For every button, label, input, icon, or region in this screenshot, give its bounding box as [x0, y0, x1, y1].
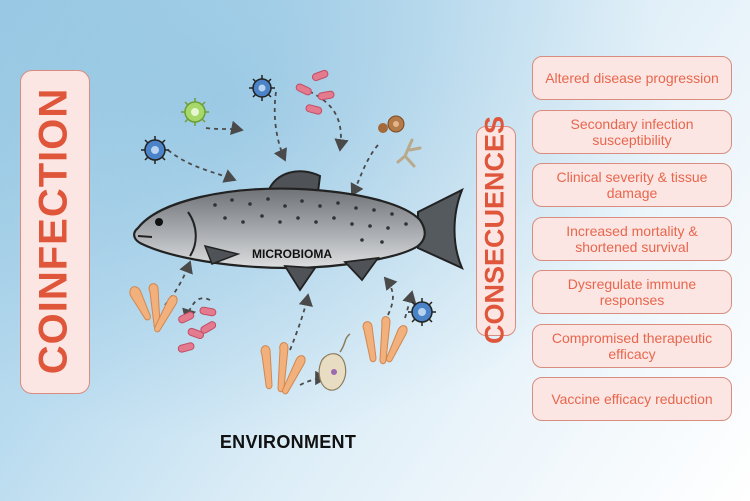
arrow-virus-left — [167, 149, 237, 183]
virus-icon-blue-right — [408, 298, 436, 326]
consequence-item: Compromised therapeutic efficacy — [532, 323, 732, 368]
consequence-item: Dysregulate immune responses — [532, 270, 732, 314]
virus-icon-green — [181, 98, 209, 126]
fungus-icon-right — [362, 316, 408, 365]
arrow-virus-right — [402, 290, 417, 319]
fish-anal-fin — [343, 256, 380, 282]
arrow-bacteria-left — [182, 297, 211, 322]
fungus-icon-bottom — [260, 342, 306, 395]
fish-eye — [155, 218, 163, 226]
virus-icon-blue-top — [249, 75, 275, 101]
consequence-item: Clinical severity & tissue damage — [532, 163, 732, 207]
arrow-virus-top — [273, 91, 287, 162]
fish-pelvic-fin — [283, 264, 317, 292]
fish-gill — [187, 211, 197, 257]
consequence-item: Secondary infection susceptibility — [532, 109, 732, 154]
virus-icon-blue-topleft — [141, 136, 169, 164]
fish-dorsal-fin — [266, 170, 322, 193]
consequences-title: CONSECUENCES — [479, 115, 510, 345]
bacteria-icon-top — [295, 69, 335, 115]
fish-pectoral-fin — [203, 244, 241, 265]
fish-tail — [417, 187, 464, 270]
parasite-icon-bottom — [318, 333, 351, 391]
environment-label: ENVIRONMENT — [219, 432, 357, 452]
arrow-virus-green — [205, 120, 244, 135]
consequences-list: Altered disease progression Secondary in… — [532, 56, 732, 431]
parasite-icon-top — [378, 115, 422, 168]
fish-icon: MICROBIOMA — [133, 170, 464, 292]
arrow-parasite-top — [350, 144, 379, 197]
coinfection-panel — [20, 70, 90, 394]
fish-mouth — [137, 235, 153, 238]
arrow-fungus-bottom — [289, 293, 313, 351]
fungus-icon-left — [129, 283, 178, 333]
arrow-fungus-left — [164, 260, 193, 306]
consequences-panel — [476, 126, 516, 336]
bacteria-icon-bottom — [177, 306, 217, 353]
consequence-item: Altered disease progression — [532, 56, 732, 100]
microbioma-label: MICROBIOMA — [252, 247, 332, 261]
consequence-item: Vaccine efficacy reduction — [532, 377, 732, 421]
arrow-fungus-right — [383, 276, 398, 316]
consequence-item: Increased mortality & shortened survival — [532, 216, 732, 261]
fish-spots — [213, 197, 408, 244]
